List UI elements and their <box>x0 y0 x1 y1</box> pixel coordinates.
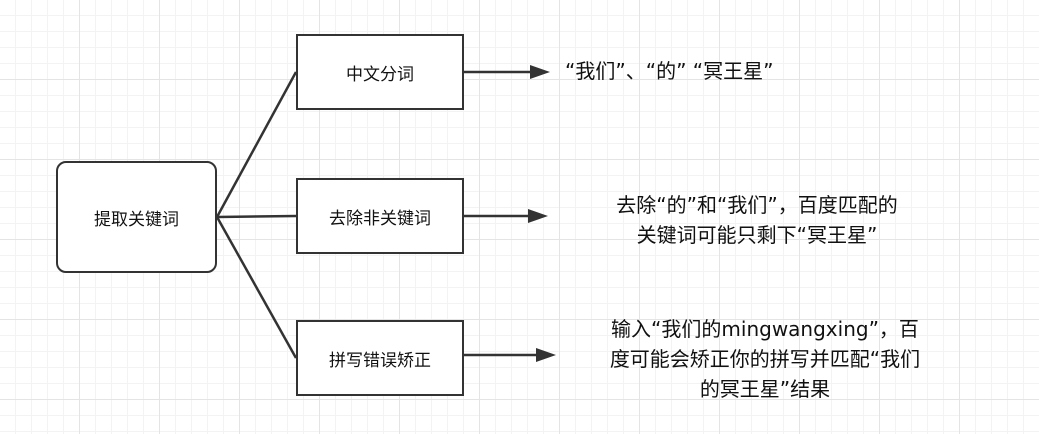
connector-root-to-branch-3 <box>215 216 298 359</box>
note-remove-nonkeywords: 去除“的”和“我们”，百度匹配的 关键词可能只剩下“冥王星” <box>552 190 962 250</box>
branch-node-segmentation: 中文分词 <box>296 34 464 110</box>
branch-node-label: 去除非关键词 <box>329 208 431 229</box>
arrow-head-3 <box>536 348 556 362</box>
root-node: 提取关键词 <box>56 161 217 273</box>
branch-node-spelling-correction: 拼写错误矫正 <box>296 320 464 396</box>
branch-node-label: 拼写错误矫正 <box>329 350 431 371</box>
note-line: “我们”、“的” “冥王星” <box>565 59 774 83</box>
note-line: 的冥王星”结果 <box>699 377 831 401</box>
note-line: 输入“我们的mingwangxing”，百 <box>611 317 919 341</box>
note-spelling-correction: 输入“我们的mingwangxing”，百 度可能会矫正你的拼写并匹配“我们 的… <box>560 314 970 404</box>
arrow-head-2 <box>528 209 548 223</box>
root-node-label: 提取关键词 <box>94 209 179 230</box>
note-line: 去除“的”和“我们”，百度匹配的 <box>616 193 898 217</box>
connector-root-to-branch-1 <box>215 71 298 218</box>
connector-root-to-branch-2 <box>216 214 297 219</box>
arrow-head-1 <box>530 65 550 79</box>
note-segmentation: “我们”、“的” “冥王星” <box>565 56 774 86</box>
note-line: 关键词可能只剩下“冥王星” <box>636 223 878 247</box>
note-line: 度可能会矫正你的拼写并匹配“我们 <box>609 347 921 371</box>
branch-node-remove-nonkeywords: 去除非关键词 <box>296 178 464 254</box>
branch-node-label: 中文分词 <box>346 64 414 85</box>
